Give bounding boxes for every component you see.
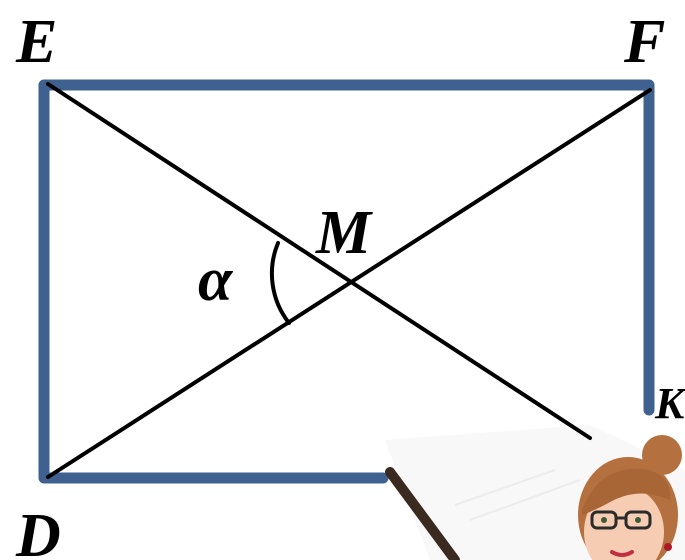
angle-arc [269,241,291,325]
vertex-label-d: D [15,502,61,560]
pointer-stick [385,467,460,560]
intersection-label-m: M [315,199,373,267]
vertex-label-k: K [654,379,685,428]
diagonal-ek [46,82,592,440]
teacher-illustration [385,435,682,560]
angle-label-alpha: α [198,246,234,314]
teacher-avatar-icon [578,435,682,560]
rectangle-outline [38,79,655,484]
vertex-label-e: E [15,8,57,76]
vertex-label-f: F [623,8,665,76]
diagonal-df [46,88,652,479]
